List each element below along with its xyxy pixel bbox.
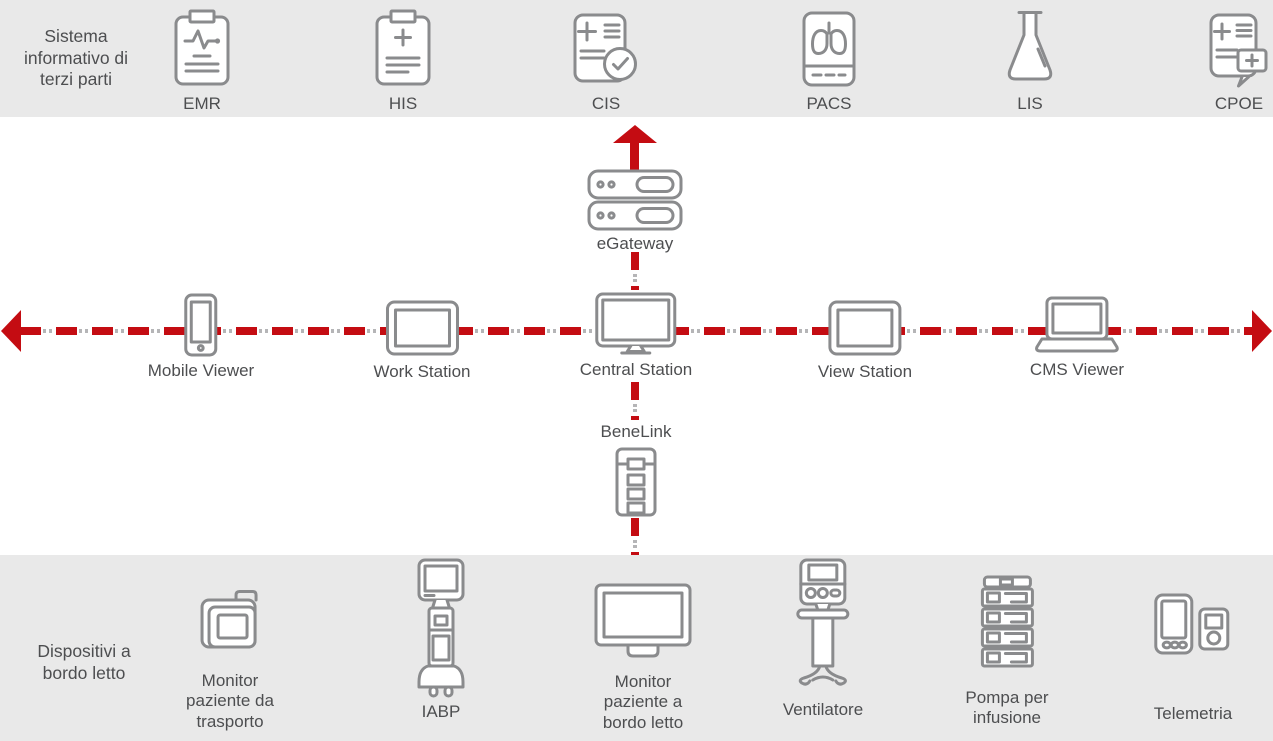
- lungs-scan-icon: [802, 11, 856, 87]
- flask-icon: [1007, 11, 1053, 81]
- node-iabp: IABP: [404, 558, 478, 722]
- node-label: Central Station: [579, 360, 693, 379]
- benelink-label: BeneLink: [600, 422, 672, 441]
- node-telemetry: Telemetria: [1154, 593, 1232, 724]
- node-cpoe: CPOE: [1208, 4, 1270, 114]
- node-label: PACS: [806, 94, 852, 113]
- node-bedside-monitor: Monitor paziente a bordo letto: [594, 583, 692, 733]
- node-egateway: eGateway: [587, 169, 683, 254]
- node-work-station: Work Station: [373, 300, 471, 382]
- transport-monitor-icon: [200, 590, 258, 649]
- node-label: Ventilatore: [782, 700, 864, 719]
- infusion-pump-icon: [980, 575, 1034, 668]
- node-pacs: PACS: [801, 4, 857, 114]
- his-iconbox: [374, 4, 432, 88]
- arrow-right-icon: [1252, 310, 1272, 352]
- iabp-pump-icon: [417, 558, 465, 698]
- emr-iconbox: [173, 4, 231, 88]
- node-ventilator: Ventilatore: [783, 558, 863, 720]
- node-view-station: View Station: [818, 300, 912, 382]
- top-band-title: Sistema informativo di terzi parti: [23, 26, 129, 90]
- node-central-station: Central Station: [580, 292, 692, 380]
- server-stack-icon: [587, 169, 683, 231]
- node-emr: EMR: [173, 4, 231, 114]
- node-mobile-viewer: Mobile Viewer: [148, 293, 254, 381]
- module-rack-icon: [615, 447, 657, 517]
- benelink-upper-line: [631, 382, 639, 420]
- document-chat-icon: [1209, 13, 1268, 88]
- gateway-link-line: [631, 252, 639, 290]
- node-label: Telemetria: [1153, 704, 1233, 723]
- node-label: Monitor paziente a bordo letto: [602, 672, 684, 732]
- node-label: HIS: [388, 94, 418, 113]
- node-label: Mobile Viewer: [147, 361, 255, 380]
- document-check-icon: [573, 13, 637, 83]
- smartphone-icon: [184, 293, 218, 357]
- clipboard-plus-icon: [375, 9, 431, 86]
- node-transport-monitor: Monitor paziente da trasporto: [186, 587, 274, 732]
- node-infusion-pump: Pompa per infusione: [965, 575, 1049, 729]
- cpoe-iconbox: [1208, 4, 1270, 88]
- pacs-iconbox: [801, 4, 857, 88]
- node-cms-viewer: CMS Viewer: [1030, 296, 1124, 380]
- node-label: CIS: [591, 94, 621, 113]
- arrow-left-icon: [1, 310, 21, 352]
- node-label: eGateway: [596, 234, 674, 253]
- node-label: Pompa per infusione: [965, 688, 1049, 728]
- node-label: View Station: [817, 362, 913, 381]
- bottom-band-title: Dispositivi a bordo letto: [37, 641, 131, 683]
- node-label: Work Station: [373, 362, 471, 381]
- arrow-up-icon: [613, 125, 657, 143]
- arrow-up-stem: [630, 142, 639, 170]
- telemetry-icon: [1154, 593, 1230, 655]
- node-lis: LIS: [1000, 4, 1060, 114]
- node-label: LIS: [1017, 94, 1043, 113]
- node-label: IABP: [421, 702, 461, 721]
- tablet-icon: [385, 300, 459, 356]
- monitor-icon: [595, 292, 677, 355]
- bedside-monitor-icon: [594, 583, 692, 658]
- ventilator-icon: [796, 558, 850, 686]
- tablet-icon: [828, 300, 902, 356]
- node-cis: CIS: [572, 4, 640, 114]
- node-label: CMS Viewer: [1029, 360, 1125, 379]
- node-his: HIS: [374, 4, 432, 114]
- laptop-icon: [1035, 296, 1119, 353]
- node-label: Monitor paziente da trasporto: [186, 671, 274, 731]
- lis-iconbox: [1000, 4, 1060, 88]
- node-label: EMR: [183, 94, 221, 113]
- benelink-lower-line: [631, 518, 639, 555]
- cis-iconbox: [572, 4, 640, 88]
- clipboard-ecg-icon: [174, 9, 230, 86]
- node-label: CPOE: [1214, 94, 1264, 113]
- node-benelink: [614, 447, 658, 517]
